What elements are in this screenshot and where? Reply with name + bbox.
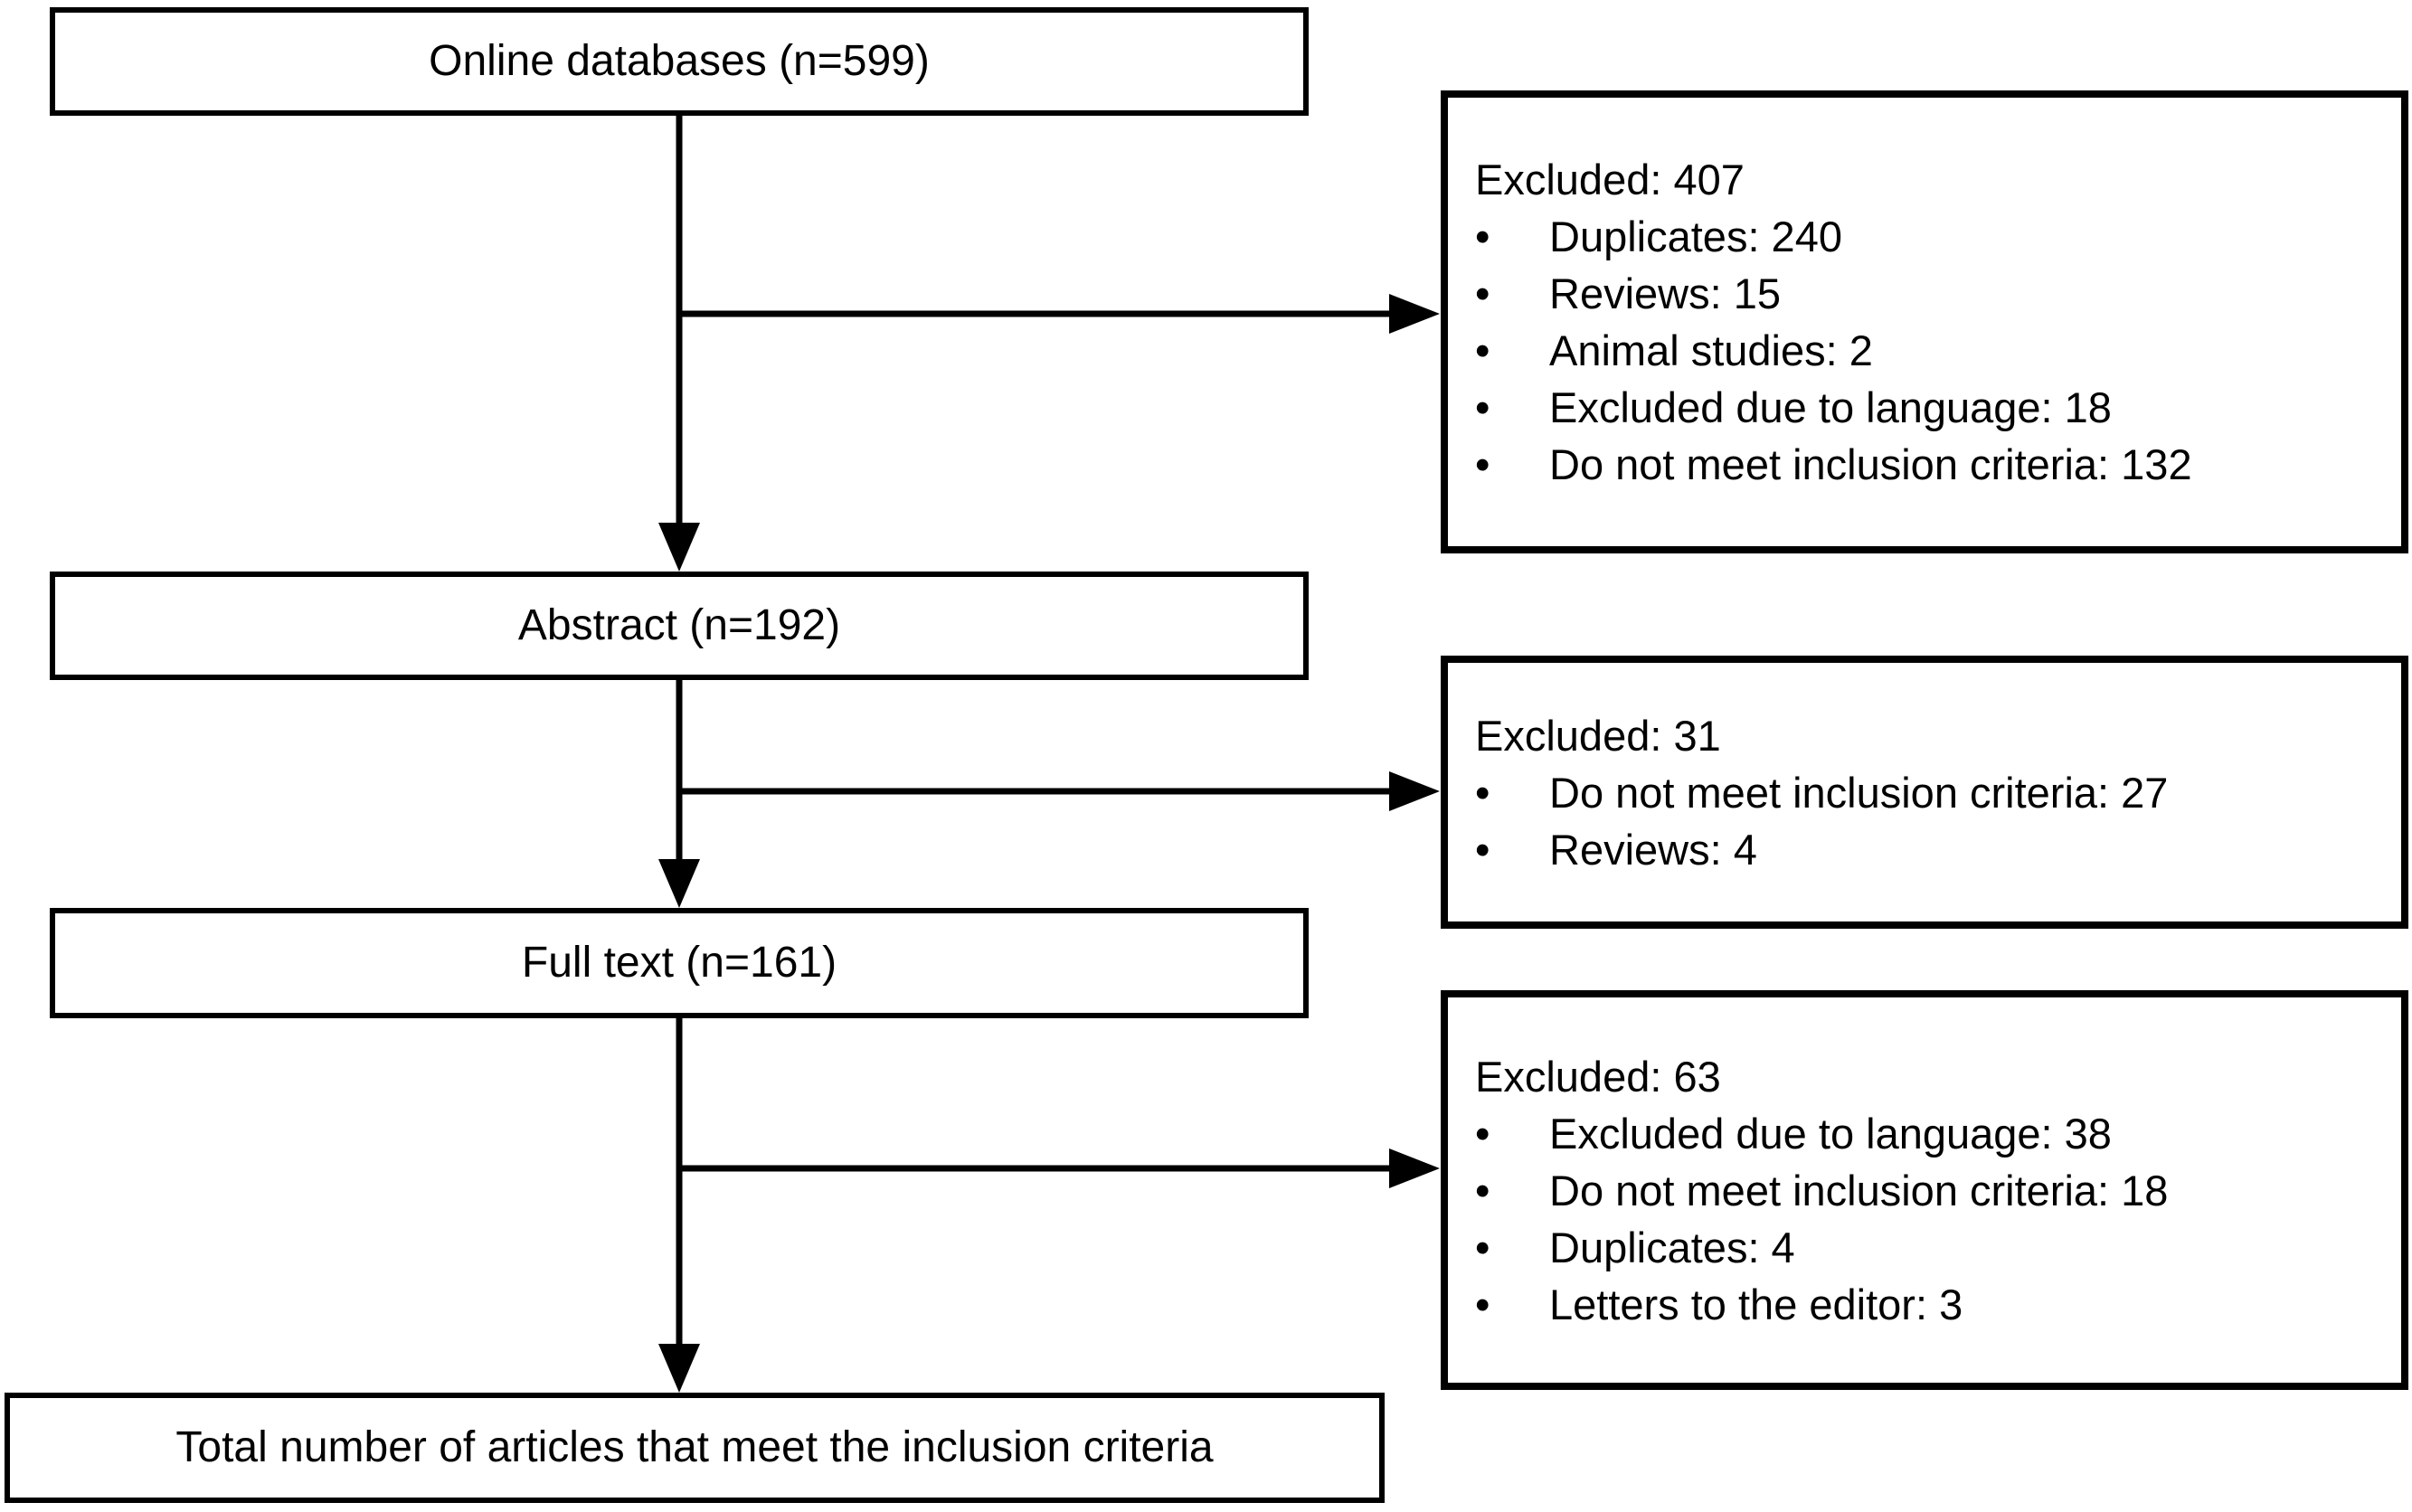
exclusion-box-1-list: Duplicates: 240 Reviews: 15 Animal studi… xyxy=(1473,208,2392,493)
flow-box-full-text: Full text (n=161) xyxy=(50,908,1309,1018)
exclusion-item: Excluded due to language: 18 xyxy=(1473,379,2392,436)
flow-box-full-text-label: Full text (n=161) xyxy=(521,938,837,987)
flow-box-abstract: Abstract (n=192) xyxy=(50,572,1309,680)
exclusion-item: Reviews: 15 xyxy=(1473,265,2392,322)
exclusion-item: Duplicates: 4 xyxy=(1473,1219,2392,1276)
arrowhead-down-2 xyxy=(658,859,700,908)
exclusion-item: Do not meet inclusion criteria: 132 xyxy=(1473,436,2392,493)
flow-box-total-included-label: Total number of articles that meet the i… xyxy=(175,1422,1214,1471)
exclusion-item: Do not meet inclusion criteria: 18 xyxy=(1473,1162,2392,1219)
exclusion-item: Excluded due to language: 38 xyxy=(1473,1105,2392,1162)
exclusion-box-1-title: Excluded: 407 xyxy=(1475,156,1745,203)
exclusion-box-3-list: Excluded due to language: 38 Do not meet… xyxy=(1473,1105,2392,1333)
exclusion-box-2: Excluded: 31 Do not meet inclusion crite… xyxy=(1441,656,2408,929)
exclusion-item: Letters to the editor: 3 xyxy=(1473,1276,2392,1333)
exclusion-box-1: Excluded: 407 Duplicates: 240 Reviews: 1… xyxy=(1441,90,2408,553)
flow-box-online-databases-label: Online databases (n=599) xyxy=(429,36,930,85)
exclusion-box-2-title: Excluded: 31 xyxy=(1475,711,1721,760)
arrowhead-down-1 xyxy=(658,523,700,572)
arrowhead-right-3 xyxy=(1389,1148,1440,1188)
arrowhead-right-2 xyxy=(1389,771,1440,811)
arrowhead-down-3 xyxy=(658,1344,700,1393)
flow-box-online-databases: Online databases (n=599) xyxy=(50,7,1309,116)
exclusion-box-3-title: Excluded: 63 xyxy=(1475,1052,1721,1101)
exclusion-item: Duplicates: 240 xyxy=(1473,208,2392,265)
arrowhead-right-1 xyxy=(1389,294,1440,334)
exclusion-item: Do not meet inclusion criteria: 27 xyxy=(1473,764,2392,821)
exclusion-box-3: Excluded: 63 Excluded due to language: 3… xyxy=(1441,990,2408,1390)
exclusion-item: Animal studies: 2 xyxy=(1473,322,2392,379)
flow-box-total-included: Total number of articles that meet the i… xyxy=(5,1393,1385,1503)
flow-box-abstract-label: Abstract (n=192) xyxy=(517,600,841,649)
exclusion-box-2-list: Do not meet inclusion criteria: 27 Revie… xyxy=(1473,764,2392,878)
exclusion-item: Reviews: 4 xyxy=(1473,821,2392,878)
